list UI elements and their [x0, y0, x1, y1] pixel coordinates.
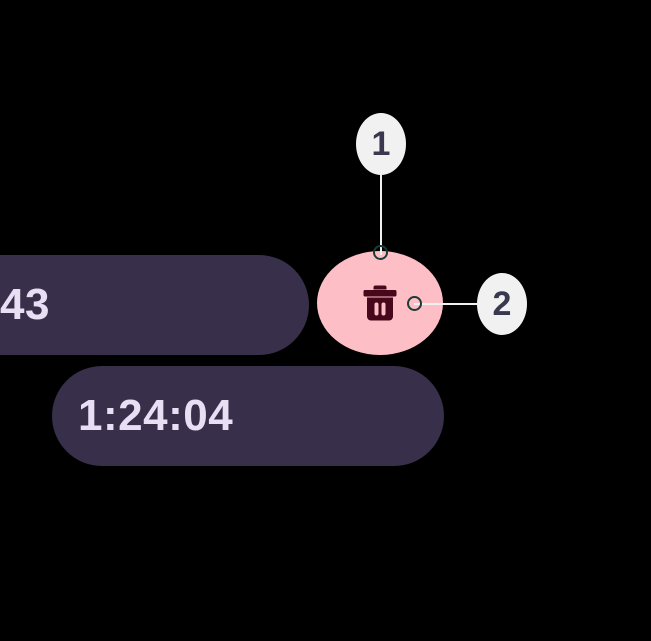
step-badge-2-label: 2 [492, 285, 512, 323]
trash-icon [362, 284, 398, 322]
step-badge-1-label: 1 [371, 125, 391, 163]
count-chip-label: 43 [0, 280, 50, 329]
duration-chip[interactable]: 1:24:04 [52, 366, 444, 466]
step-badge-1: 1 [356, 113, 406, 175]
duration-chip-label: 1:24:04 [78, 391, 234, 440]
annotation-anchor-dot-1 [373, 245, 388, 260]
step-badge-2: 2 [477, 273, 527, 335]
annotation-anchor-dot-2 [407, 296, 422, 311]
count-chip[interactable]: 43 [0, 255, 309, 355]
annotation-connector-2 [414, 303, 504, 305]
annotation-connector-1 [380, 160, 382, 255]
